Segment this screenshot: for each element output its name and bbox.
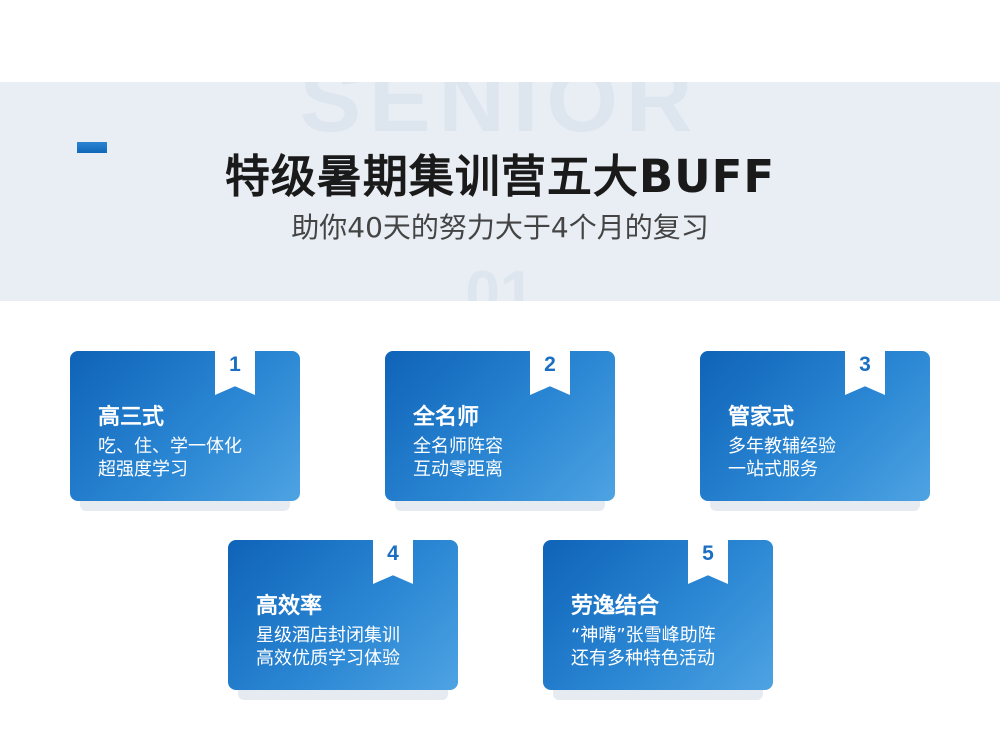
header-band: SENIOR 01 特级暑期集训营五大BUFF 助你40天的努力大于4个月的复习 — [0, 82, 1000, 301]
card-number: 5 — [702, 542, 714, 565]
number-tag: 3 — [845, 351, 885, 395]
feature-card-5: 5 劳逸结合 “神嘴”张雪峰助阵 还有多种特色活动 — [543, 540, 773, 700]
card-desc-line: 吃、住、学一体化 — [98, 436, 242, 457]
card-desc-line: “神嘴”张雪峰助阵 — [571, 625, 716, 646]
card-number: 3 — [859, 353, 871, 376]
card-body: 4 高效率 星级酒店封闭集训 高效优质学习体验 — [228, 540, 458, 690]
feature-card-3: 3 管家式 多年教辅经验 一站式服务 — [700, 351, 930, 511]
page-title: 特级暑期集训营五大BUFF — [224, 150, 776, 203]
card-title: 管家式 — [728, 405, 795, 430]
card-description: “神嘴”张雪峰助阵 还有多种特色活动 — [571, 624, 716, 670]
card-number: 4 — [387, 542, 399, 565]
card-title: 高效率 — [256, 594, 323, 619]
card-description: 吃、住、学一体化 超强度学习 — [98, 435, 242, 481]
card-number: 1 — [229, 353, 241, 376]
card-number: 2 — [544, 353, 556, 376]
feature-card-4: 4 高效率 星级酒店封闭集训 高效优质学习体验 — [228, 540, 458, 700]
card-desc-line: 一站式服务 — [728, 459, 818, 480]
number-tag: 1 — [215, 351, 255, 395]
number-tag: 4 — [373, 540, 413, 584]
card-description: 多年教辅经验 一站式服务 — [728, 435, 836, 481]
card-title: 高三式 — [98, 405, 165, 430]
card-desc-line: 多年教辅经验 — [728, 436, 836, 457]
feature-card-1: 1 高三式 吃、住、学一体化 超强度学习 — [70, 351, 300, 511]
watermark-number: 01 — [465, 259, 535, 301]
card-desc-line: 超强度学习 — [98, 459, 188, 480]
card-body: 3 管家式 多年教辅经验 一站式服务 — [700, 351, 930, 501]
page-subtitle: 助你40天的努力大于4个月的复习 — [291, 211, 709, 244]
card-title: 劳逸结合 — [571, 594, 660, 619]
card-body: 5 劳逸结合 “神嘴”张雪峰助阵 还有多种特色活动 — [543, 540, 773, 690]
card-desc-line: 星级酒店封闭集训 — [256, 625, 400, 646]
card-body: 2 全名师 全名师阵容 互动零距离 — [385, 351, 615, 501]
number-tag: 5 — [688, 540, 728, 584]
card-desc-line: 还有多种特色活动 — [571, 648, 715, 669]
watermark-text: SENIOR — [299, 82, 701, 151]
feature-card-2: 2 全名师 全名师阵容 互动零距离 — [385, 351, 615, 511]
accent-bar — [77, 142, 107, 153]
card-title: 全名师 — [413, 405, 480, 430]
card-desc-line: 高效优质学习体验 — [256, 648, 400, 669]
card-body: 1 高三式 吃、住、学一体化 超强度学习 — [70, 351, 300, 501]
card-description: 全名师阵容 互动零距离 — [413, 435, 503, 481]
card-desc-line: 互动零距离 — [413, 459, 503, 480]
card-desc-line: 全名师阵容 — [413, 436, 503, 457]
number-tag: 2 — [530, 351, 570, 395]
card-description: 星级酒店封闭集训 高效优质学习体验 — [256, 624, 400, 670]
